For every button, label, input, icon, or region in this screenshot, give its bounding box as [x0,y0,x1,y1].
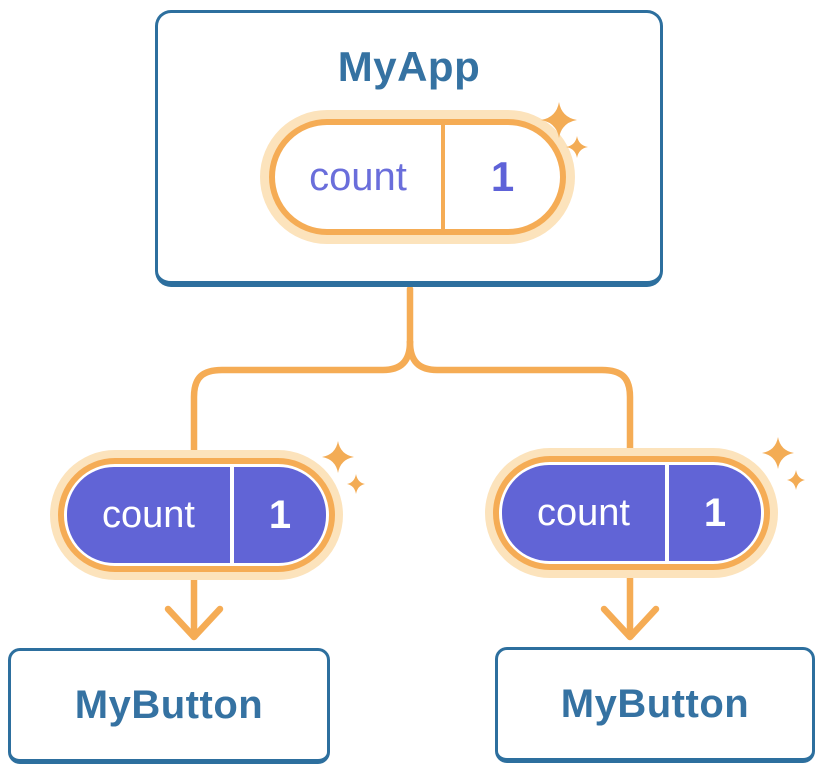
state-name: count [309,154,407,199]
sparkle-icon [322,441,365,494]
right-child-component-title: MyButton [560,682,750,726]
right-prop-pill: count 1 [485,448,778,578]
right-prop-pill-body: count 1 [502,465,761,561]
left-child-component-card: MyButton [8,648,330,764]
left-prop-pill-body: count 1 [67,467,326,563]
prop-value: 1 [665,465,761,561]
sparkle-icon [762,437,805,490]
prop-name: count [102,493,195,536]
sparkle-icon [541,102,588,158]
right-prop-pill-ring: count 1 [493,456,770,570]
left-prop-pill: count 1 [50,450,343,580]
root-component-title: MyApp [337,43,481,90]
branch-right-line [406,338,634,457]
prop-value: 1 [230,467,326,563]
root-state-pill: count 1 [260,110,575,244]
left-child-component-title: MyButton [74,683,264,727]
arrow-down-icon [164,605,224,641]
root-state-pill-body: count 1 [269,119,566,235]
branch-left-line [190,338,414,459]
state-value: 1 [441,125,560,229]
left-prop-pill-ring: count 1 [58,458,335,572]
arrow-down-icon [600,605,660,641]
prop-name: count [537,491,630,534]
right-child-component-card: MyButton [495,647,815,763]
